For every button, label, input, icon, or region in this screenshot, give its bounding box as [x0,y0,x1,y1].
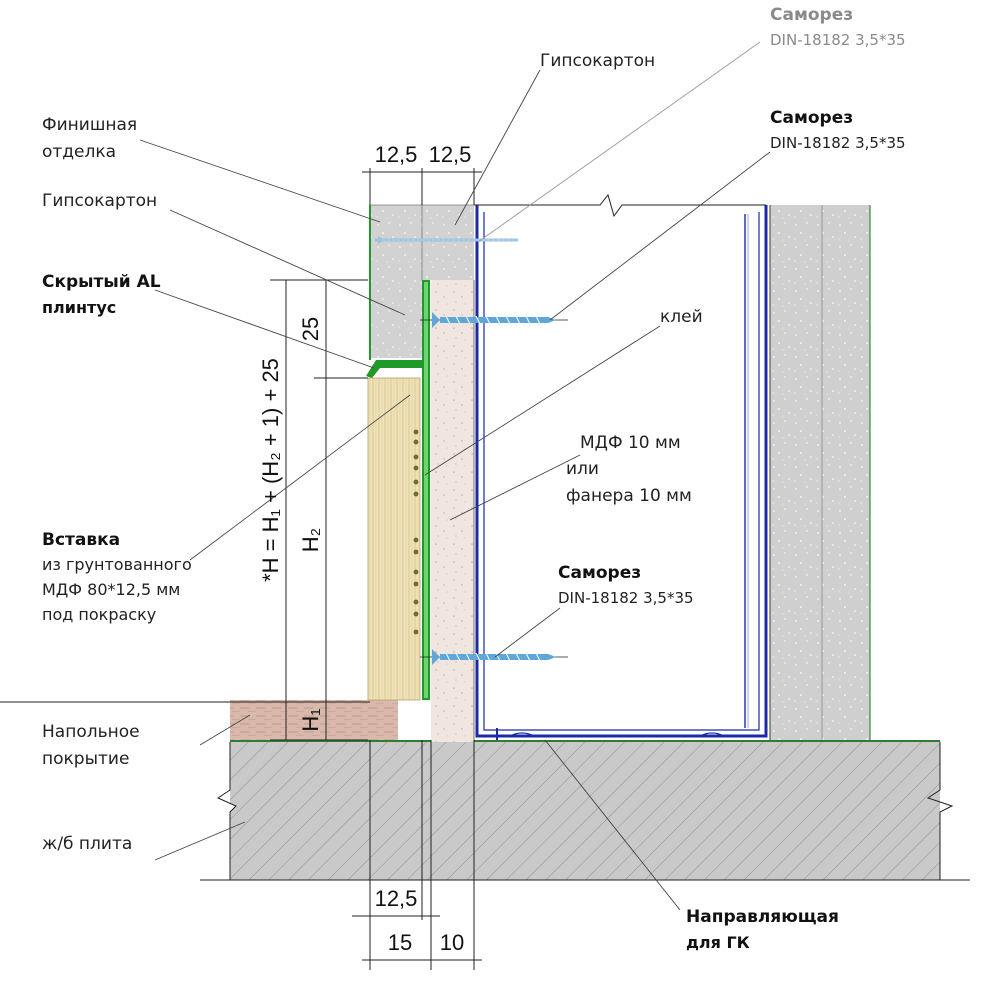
label-floor-line1: Напольное [42,722,140,742]
dim-vertical-h1: H₁ [298,708,323,731]
dim-vertical-h2: H₂ [298,528,323,552]
label-gypsum-top: Гипсокартон [540,51,655,71]
label-screw-top-title: Саморез [770,5,853,25]
label-insert-desc2: МДФ 80*12,5 мм [42,580,180,599]
label-insert-desc3: под покраску [42,605,156,624]
concrete-slab-hatch [230,742,940,880]
label-guide-line1: Направляющая [686,907,839,927]
dim-vertical-25: 25 [298,317,323,341]
leader-lines [139,41,771,911]
label-insert-desc1: из грунтованного [42,555,192,574]
screw-low [420,649,568,665]
dim-top-left: 12,5 [375,142,418,167]
guide-profile [475,205,768,738]
label-al-plinth-line2: плинтус [42,298,116,317]
label-al-plinth-line1: Скрытый AL [42,272,161,292]
dim-bottom-top: 12,5 [375,886,418,911]
label-mdf-line2: или [566,459,599,479]
label-screw-mid-spec: DIN-18182 3,5*35 [770,134,906,152]
glue-dots [413,429,419,635]
label-insert-title: Вставка [42,530,120,550]
label-finish-line2: отделка [42,142,116,162]
dim-formula: *H = H₁ + (H₂ + 1) + 25 [258,358,283,582]
label-screw-mid-title: Саморез [770,108,853,128]
label-screw-low-spec: DIN-18182 3,5*35 [558,589,694,607]
label-mdf-line3: фанера 10 мм [566,486,692,506]
dim-bottom-right: 10 [440,930,464,955]
label-glue: клей [660,307,703,327]
screw-top [375,236,518,244]
label-floor-line2: покрытие [42,749,129,769]
label-screw-low-title: Саморез [558,563,641,583]
label-slab: ж/б плита [42,834,132,854]
label-guide-line2: для ГК [686,933,750,952]
dim-top-right: 12,5 [429,142,472,167]
label-finish-line1: Финишная [42,115,137,135]
screw-mid [420,312,568,328]
al-plinth-profile [366,280,430,700]
label-gypsum-left: Гипсокартон [42,191,157,211]
dim-bottom-left: 15 [388,930,412,955]
label-screw-top-spec: DIN-18182 3,5*35 [770,31,906,49]
label-mdf-line1: МДФ 10 мм [580,433,681,453]
